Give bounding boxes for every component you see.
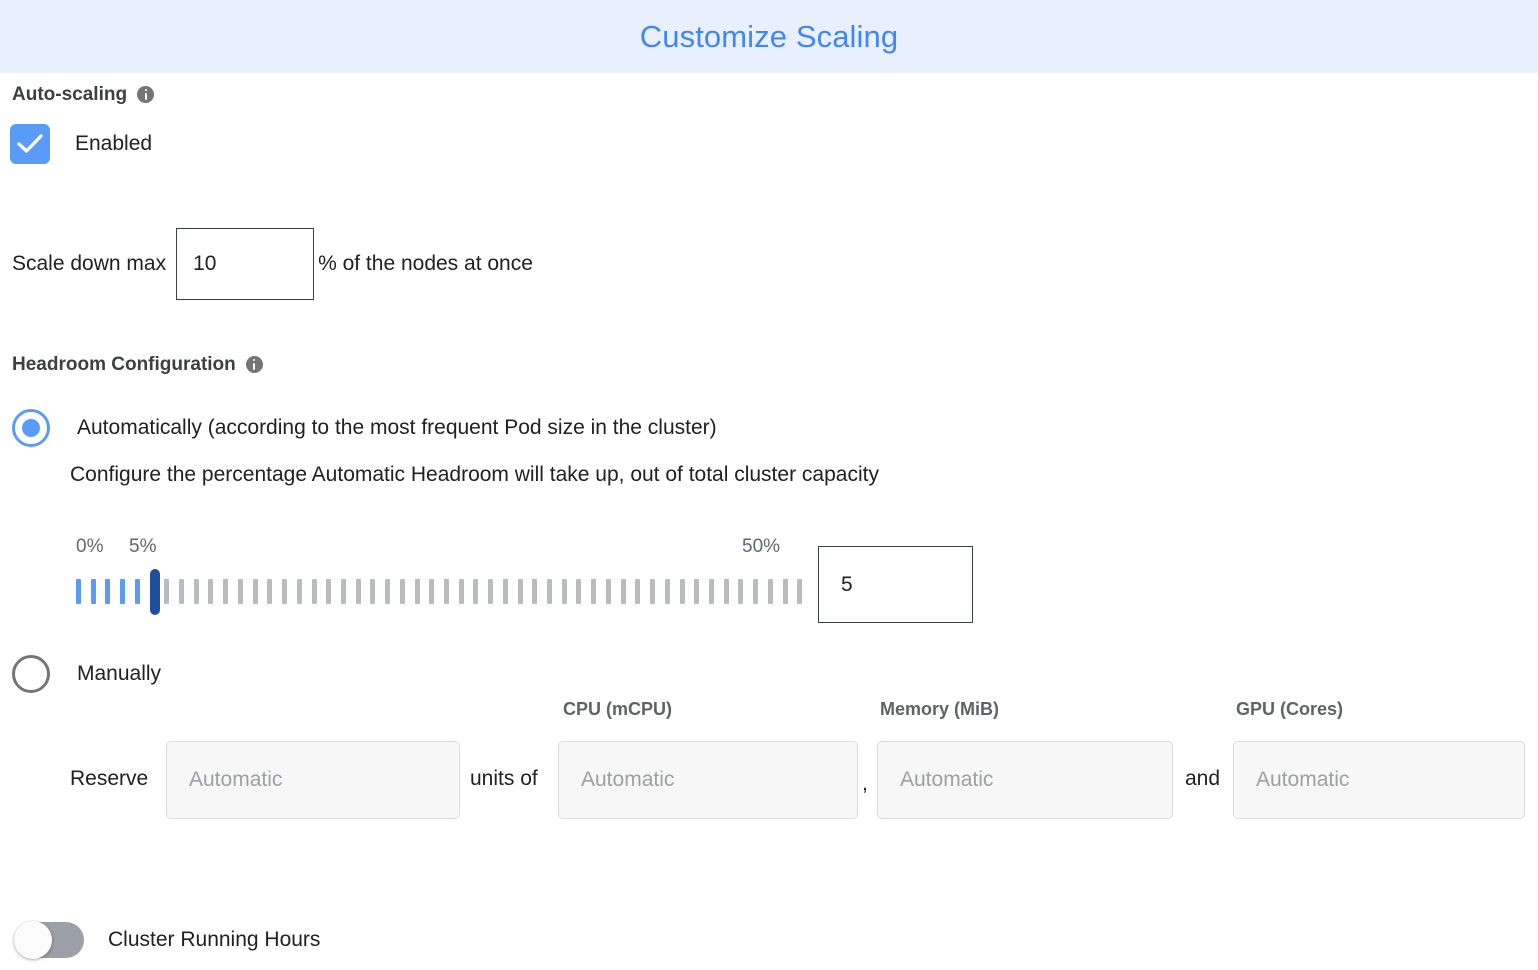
- slider-tick: [355, 579, 361, 604]
- slider-track[interactable]: [76, 569, 806, 615]
- slider-tick: [797, 579, 803, 604]
- info-icon[interactable]: [137, 86, 155, 103]
- scale-down-max-input[interactable]: [176, 228, 315, 300]
- slider-tick: [179, 579, 185, 604]
- headroom-percentage-slider[interactable]: 0% 5% 50%: [76, 536, 806, 626]
- reserve-memory-input[interactable]: [877, 741, 1173, 819]
- slider-max-label: 50%: [742, 536, 781, 557]
- slider-tick: [488, 579, 494, 604]
- headroom-option-manual-label: Manually: [77, 662, 162, 685]
- slider-tick: [296, 579, 302, 604]
- slider-tick: [252, 579, 258, 604]
- slider-tick: [620, 579, 626, 604]
- slider-tick: [679, 579, 685, 604]
- slider-tick: [723, 579, 729, 604]
- slider-tick: [517, 579, 523, 604]
- headroom-option-automatic[interactable]: Automatically (according to the most fre…: [12, 409, 717, 447]
- slider-tick: [458, 579, 464, 604]
- headroom-option-manual[interactable]: Manually: [12, 655, 161, 693]
- cluster-running-hours-toggle[interactable]: [14, 921, 84, 959]
- toggle-knob: [14, 921, 52, 959]
- slider-tick: [370, 579, 376, 604]
- slider-tick: [90, 579, 96, 604]
- slider-scale-labels: 0% 5% 50%: [76, 536, 806, 562]
- dialog-header: Customize Scaling: [0, 0, 1538, 73]
- slider-tick: [650, 579, 656, 604]
- slider-tick: [738, 579, 744, 604]
- slider-tick: [326, 579, 332, 604]
- slider-tick: [164, 579, 170, 604]
- column-header-cpu: CPU (mCPU): [563, 699, 673, 719]
- auto-scaling-enabled-checkbox[interactable]: [10, 124, 50, 164]
- slider-tick: [532, 579, 538, 604]
- headroom-option-automatic-label: Automatically (according to the most fre…: [77, 416, 717, 439]
- slider-tick: [385, 579, 391, 604]
- slider-tick: [605, 579, 611, 604]
- slider-tick: [576, 579, 582, 604]
- headroom-configuration-label-text: Headroom Configuration: [12, 354, 236, 375]
- headroom-percentage-input[interactable]: [818, 546, 973, 623]
- slider-tick: [708, 579, 714, 604]
- scale-down-max-label: Scale down max: [12, 252, 167, 275]
- reserve-units-input[interactable]: [166, 741, 460, 819]
- slider-tick: [591, 579, 597, 604]
- info-icon[interactable]: [245, 356, 263, 373]
- slider-tick: [767, 579, 773, 604]
- slider-tick: [399, 579, 405, 604]
- slider-tick: [134, 579, 140, 604]
- headroom-configuration-section-label: Headroom Configuration: [12, 355, 263, 374]
- checkmark-icon: [17, 134, 43, 153]
- and-joiner: and: [1185, 767, 1221, 790]
- comma-joiner: ,: [862, 772, 868, 795]
- scale-down-max-suffix: % of the nodes at once: [318, 252, 533, 275]
- slider-tick: [282, 579, 288, 604]
- slider-tick: [311, 579, 317, 604]
- radio-automatic[interactable]: [12, 409, 50, 447]
- page-title: Customize Scaling: [639, 19, 899, 54]
- slider-thumb[interactable]: [150, 569, 161, 615]
- slider-tick: [561, 579, 567, 604]
- slider-tick: [193, 579, 199, 604]
- slider-tick: [473, 579, 479, 604]
- slider-tick: [223, 579, 229, 604]
- slider-tick: [120, 579, 126, 604]
- column-header-gpu: GPU (Cores): [1236, 699, 1344, 719]
- slider-tick: [444, 579, 449, 604]
- cluster-running-hours-row[interactable]: Cluster Running Hours: [14, 921, 321, 959]
- slider-tick: [105, 579, 111, 604]
- slider-tick: [208, 579, 214, 604]
- slider-tick: [414, 579, 420, 604]
- slider-tick: [76, 579, 81, 604]
- slider-value-label: 5%: [129, 536, 157, 557]
- slider-tick: [664, 579, 670, 604]
- scale-down-max-row: Scale down max % of the nodes at once: [12, 228, 533, 300]
- auto-scaling-enabled-label: Enabled: [75, 132, 153, 155]
- slider-tick: [237, 579, 243, 604]
- slider-min-label: 0%: [76, 536, 104, 557]
- reserve-cpu-input[interactable]: [558, 741, 858, 819]
- slider-tick: [502, 579, 508, 604]
- reserve-gpu-input[interactable]: [1233, 741, 1525, 819]
- reserve-label: Reserve: [70, 767, 149, 790]
- radio-manual[interactable]: [12, 655, 50, 693]
- slider-tick: [694, 579, 700, 604]
- slider-tick: [340, 579, 346, 604]
- slider-tick: [547, 579, 553, 604]
- auto-scaling-section-label: Auto-scaling: [12, 84, 155, 105]
- slider-tick: [635, 579, 641, 604]
- slider-tick: [429, 579, 435, 604]
- slider-tick: [267, 579, 273, 604]
- auto-scaling-enabled-row[interactable]: Enabled: [10, 124, 152, 164]
- cluster-running-hours-label: Cluster Running Hours: [108, 928, 321, 951]
- slider-tick: [782, 579, 788, 604]
- auto-scaling-label-text: Auto-scaling: [12, 84, 128, 105]
- slider-tick: [753, 579, 759, 604]
- units-of-joiner: units of: [470, 767, 538, 790]
- column-header-memory: Memory (MiB): [880, 699, 1000, 719]
- headroom-help-text: Configure the percentage Automatic Headr…: [70, 463, 879, 486]
